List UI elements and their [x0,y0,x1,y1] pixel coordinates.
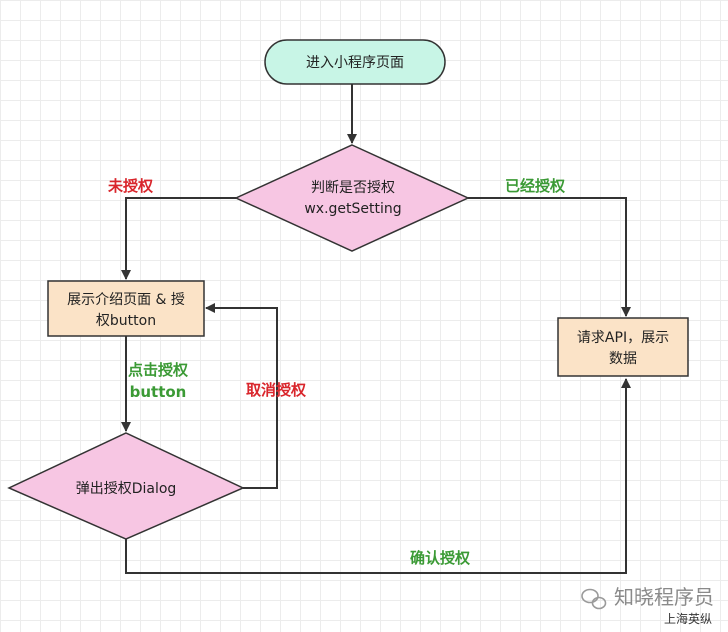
node-check-line1: 判断是否授权 [311,180,395,196]
node-intro-line1: 展示介绍页面 & 授 [67,292,185,308]
watermark-name: 知晓程序员 [614,585,714,609]
wechat-icon [581,588,607,610]
edge-dialog-cancel [205,303,278,489]
watermark: 知晓程序员 上海英纵 [581,585,714,626]
edge-check-to-intro [121,197,236,280]
node-intro: 展示介绍页面 & 授 权button [47,280,205,337]
node-api: 请求API，展示 数据 [557,317,689,377]
node-start: 进入小程序页面 [264,39,446,85]
node-dialog-label: 弹出授权Dialog [76,481,177,497]
label-unauthorized: 未授权 [107,177,154,195]
node-api-line2: 数据 [609,351,637,367]
edge-dialog-confirm [125,378,631,574]
node-api-line1: 请求API，展示 [577,330,669,346]
watermark-sub: 上海英纵 [664,611,712,626]
node-check: 判断是否授权 wx.getSetting [234,144,470,252]
edge-check-to-api [468,197,631,317]
node-intro-line2: 权button [96,313,156,329]
label-cancel: 取消授权 [246,381,307,399]
label-click-line2: button [130,383,187,401]
node-start-label: 进入小程序页面 [306,55,404,71]
label-click-line1: 点击授权 [128,361,189,379]
label-confirm: 确认授权 [410,549,471,567]
node-dialog: 弹出授权Dialog [7,432,245,540]
label-authorized: 已经授权 [505,177,566,195]
node-check-line2: wx.getSetting [304,201,401,217]
